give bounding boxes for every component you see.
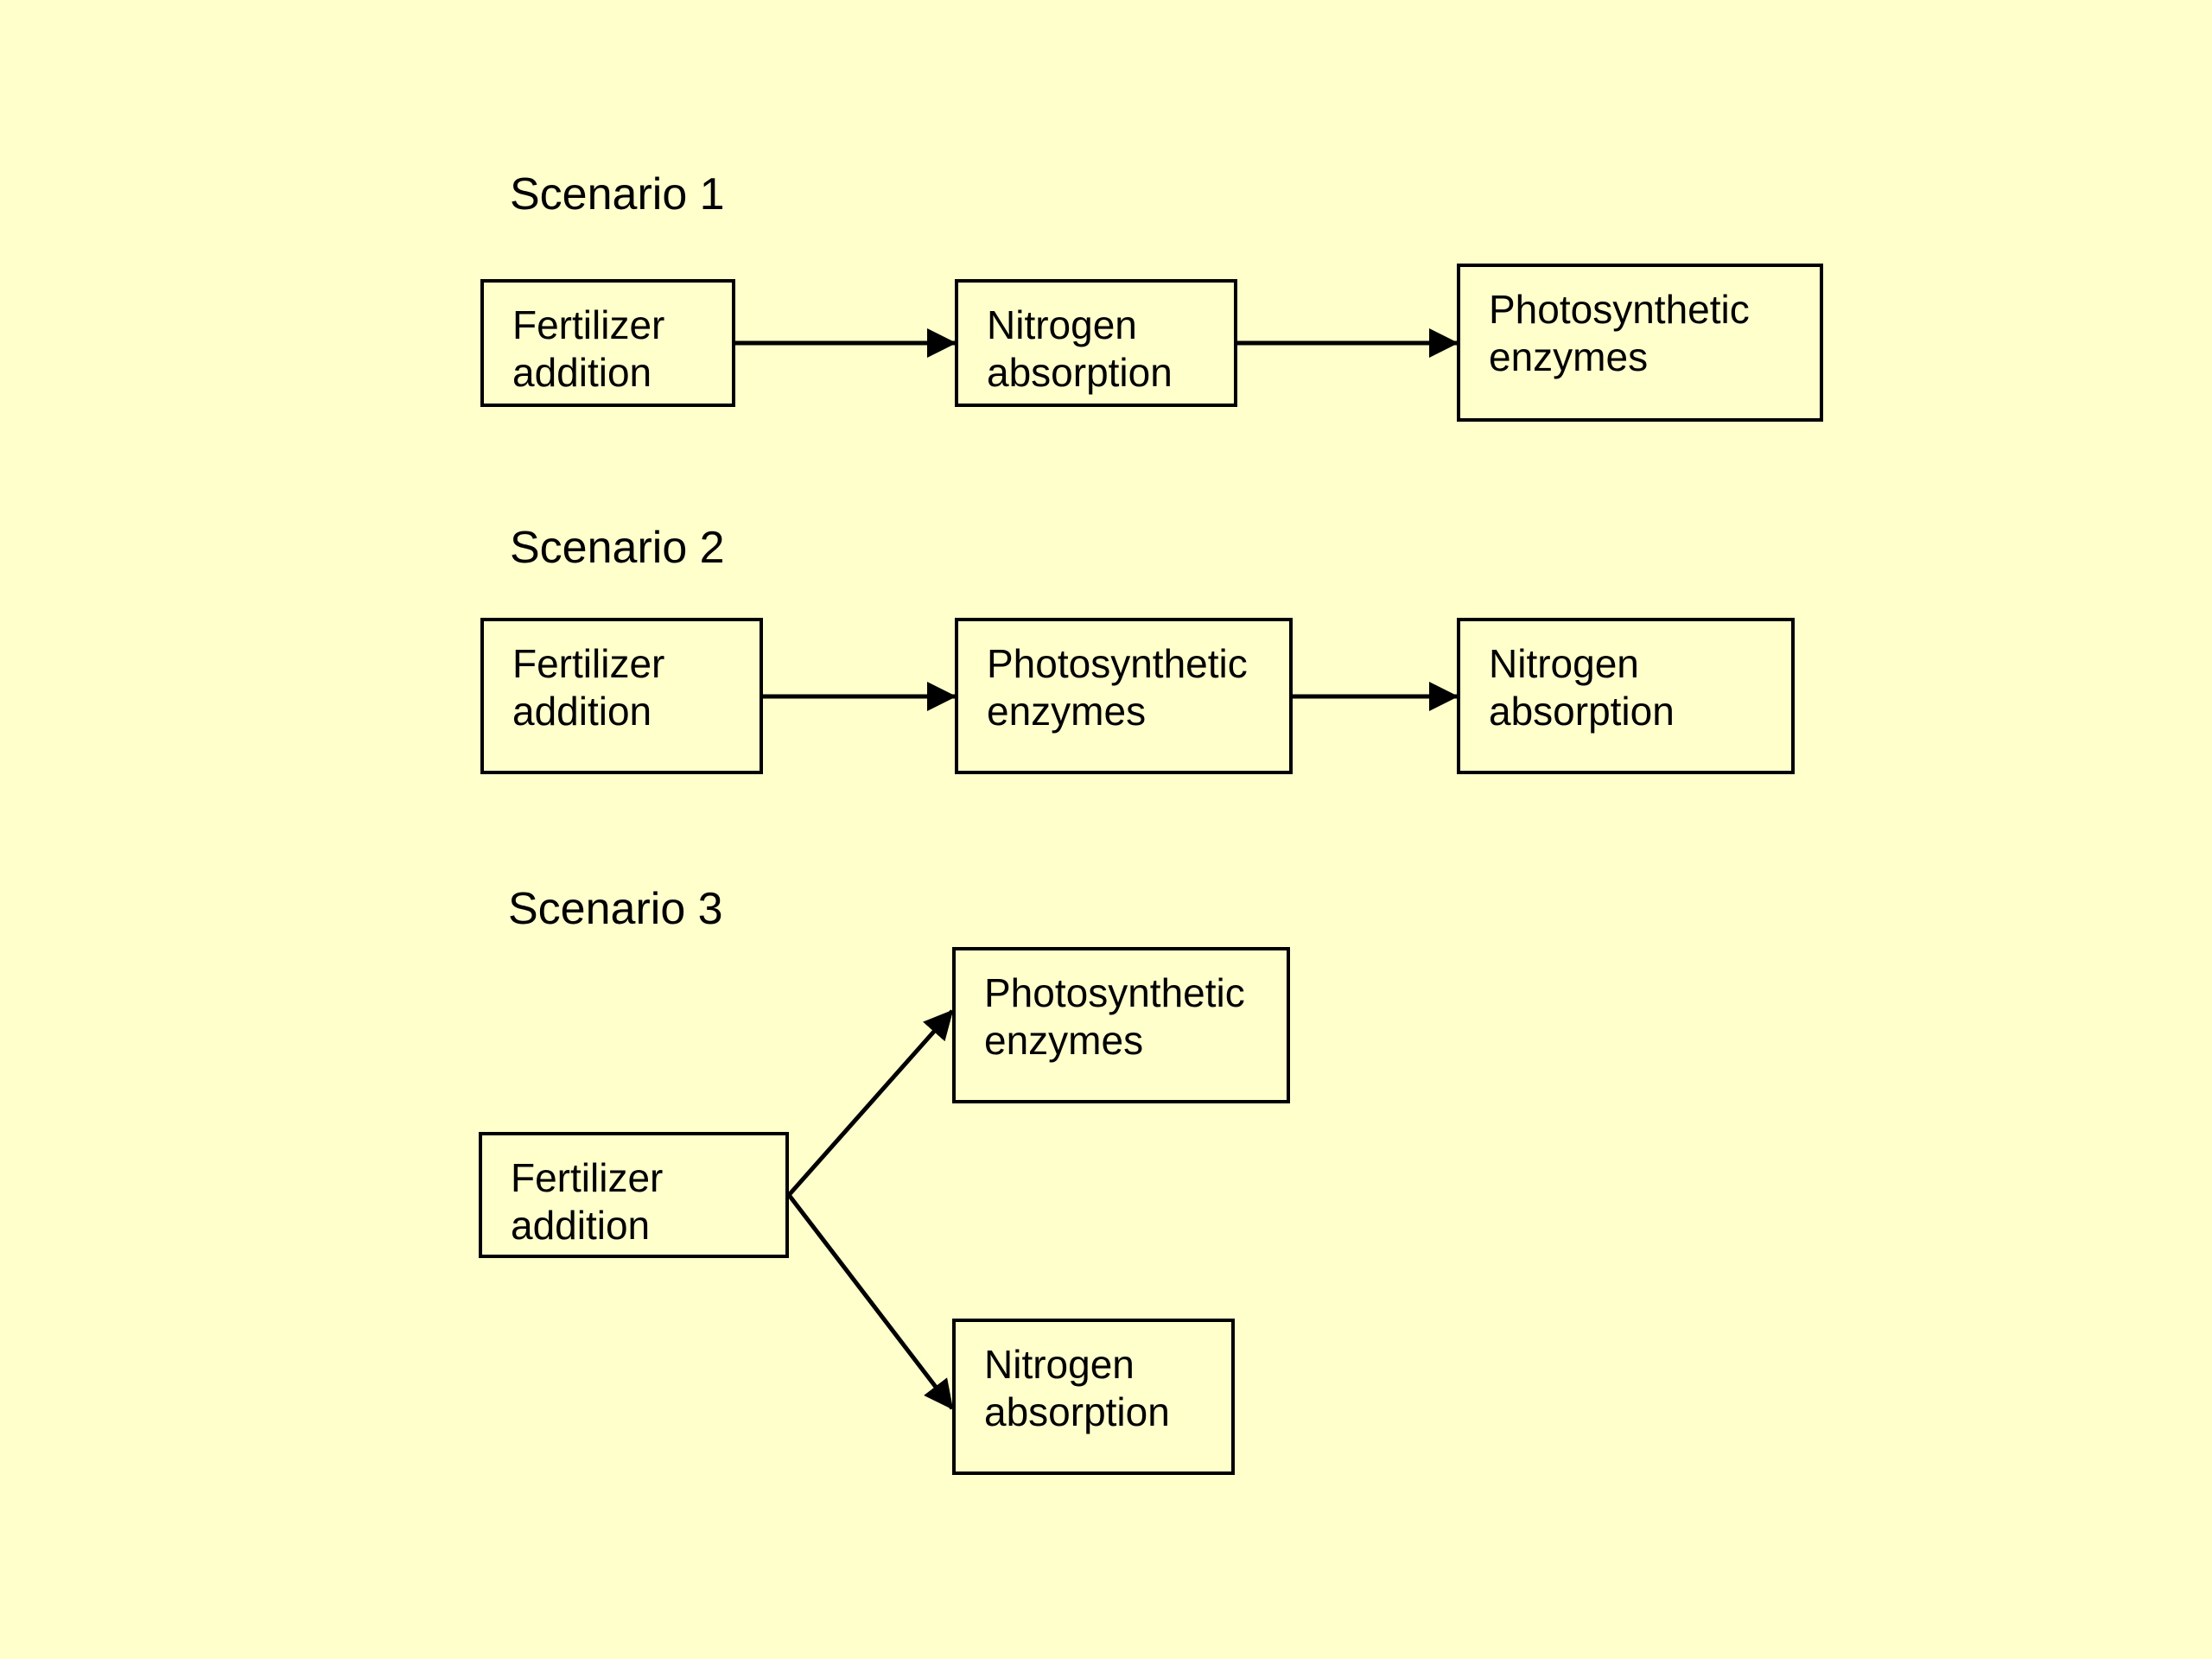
s2-box-2-line-2: enzymes (987, 689, 1147, 734)
s2-box-photosynthetic-enzymes: Photosynthetic enzymes (955, 618, 1293, 774)
scenario-3-title: Scenario 3 (508, 884, 723, 934)
scenario-1-title: Scenario 1 (510, 169, 725, 219)
s1-box-3-line-2: enzymes (1489, 334, 1649, 379)
s2-box-3-line-2: absorption (1489, 689, 1675, 734)
s1-box-fertilizer-addition: Fertilizer addition (480, 279, 735, 407)
scenario-2-title: Scenario 2 (510, 523, 725, 573)
s2-box-3-line-1: Nitrogen (1489, 641, 1639, 686)
s2-box-fertilizer-addition: Fertilizer addition (480, 618, 763, 774)
s1-box-1-line-1: Fertilizer (512, 302, 665, 347)
s3-box-2-line-1: Photosynthetic (984, 970, 1245, 1015)
s3-box-3-line-1: Nitrogen (984, 1342, 1135, 1387)
s3-arrow-fertilizer-to-nitrogen (787, 1193, 954, 1410)
s2-box-1-line-1: Fertilizer (512, 641, 665, 686)
s1-box-3-line-1: Photosynthetic (1489, 287, 1750, 332)
s3-box-1-line-1: Fertilizer (511, 1155, 664, 1200)
s3-box-fertilizer-addition: Fertilizer addition (479, 1132, 789, 1258)
s3-box-nitrogen-absorption: Nitrogen absorption (952, 1319, 1235, 1475)
s1-box-nitrogen-absorption: Nitrogen absorption (955, 279, 1237, 407)
s1-box-1-line-2: addition (512, 350, 652, 395)
s1-box-2-line-2: absorption (987, 350, 1173, 395)
s2-box-2-line-1: Photosynthetic (987, 641, 1248, 686)
s3-box-1-line-2: addition (511, 1203, 651, 1248)
s2-box-nitrogen-absorption: Nitrogen absorption (1457, 618, 1795, 774)
s1-box-photosynthetic-enzymes: Photosynthetic enzymes (1457, 264, 1823, 422)
s3-box-photosynthetic-enzymes: Photosynthetic enzymes (952, 947, 1290, 1103)
s3-arrow-fertilizer-to-enzymes (787, 1009, 954, 1197)
s1-box-2-line-1: Nitrogen (987, 302, 1137, 347)
s3-box-3-line-2: absorption (984, 1389, 1170, 1434)
s2-box-1-line-2: addition (512, 689, 652, 734)
s3-box-2-line-2: enzymes (984, 1018, 1144, 1063)
